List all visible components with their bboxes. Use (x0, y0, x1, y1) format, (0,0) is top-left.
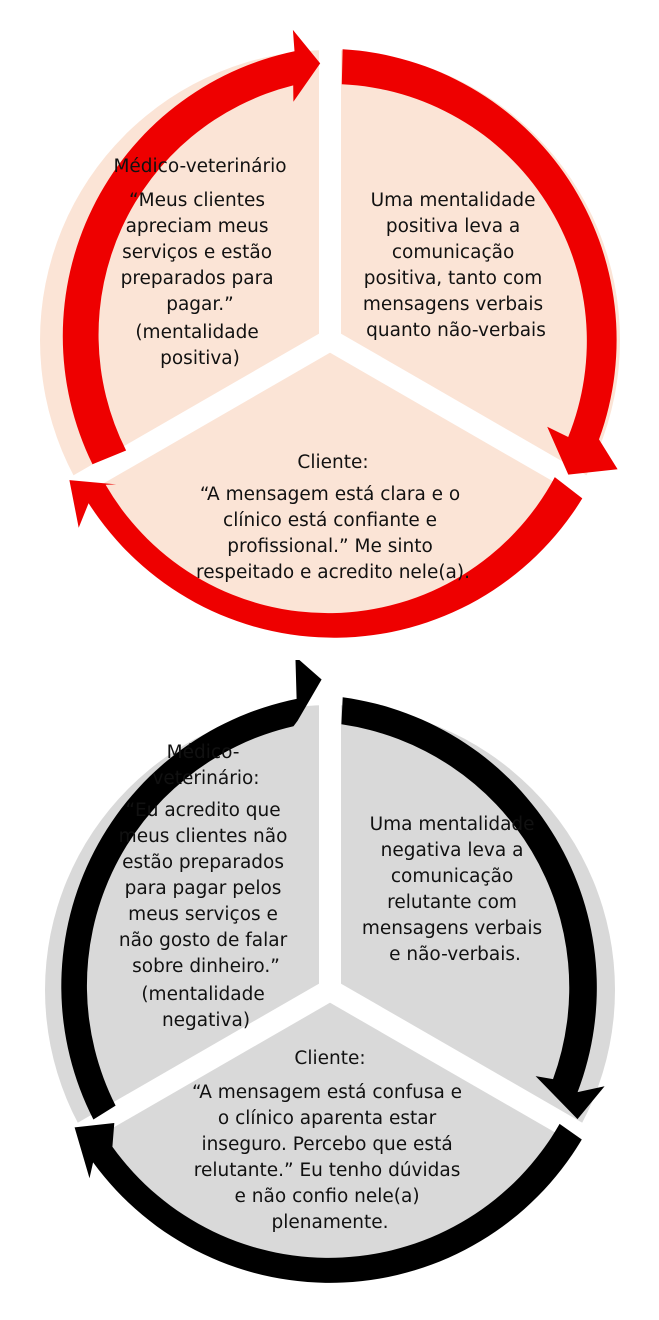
positive-arrow-top-right (341, 49, 618, 475)
positive-cycle-ring (62, 29, 618, 638)
negative-cycle-separator-right (324, 980, 591, 1147)
negative-cycle-ring (61, 660, 605, 1283)
positive-vet-quote: “Meus clientes apreciam meus serviços e … (121, 190, 280, 315)
positive-mindset-cycle: Médico-veterinário “Meus clientes apreci… (40, 29, 620, 638)
negative-client-text: Cliente: “A mensagem está confusa e o cl… (192, 1048, 468, 1233)
negative-client-title: Cliente: (294, 1048, 365, 1069)
negative-vet-title: Médico- veterinário: (152, 742, 259, 789)
positive-vet-text: Médico-veterinário “Meus clientes apreci… (113, 156, 286, 369)
positive-vet-title: Médico-veterinário (113, 156, 286, 177)
negative-arrow-top-right (341, 697, 605, 1120)
positive-vet-mindset-note: (mentalidade positiva) (135, 322, 264, 369)
positive-communication-text: Uma mentalidade positiva leva a comunica… (363, 190, 549, 341)
positive-client-quote: “A mensagem está clara e o clínico está … (196, 484, 470, 583)
positive-client-text: Cliente: “A mensagem está clara e o clín… (196, 452, 470, 583)
negative-client-quote: “A mensagem está confusa e o clínico apa… (192, 1082, 468, 1233)
negative-communication-text: Uma mentalidade negativa leva a comunica… (362, 814, 548, 965)
positive-cycle-background (40, 40, 620, 630)
negative-vet-mindset-note: (mentalidade negativa) (141, 984, 270, 1031)
negative-vet-quote: “Eu acredito que meus clientes não estão… (119, 800, 294, 977)
positive-cycle-separator-right (324, 330, 596, 500)
negative-mindset-cycle: Médico- veterinário: “Eu acredito que me… (45, 660, 615, 1283)
negative-vet-text: Médico- veterinário: “Eu acredito que me… (119, 742, 294, 1031)
positive-arrow-left-top (62, 29, 321, 465)
negative-cycle-background (45, 695, 615, 1275)
negative-cycle-separator-left (69, 980, 336, 1147)
positive-client-title: Cliente: (297, 452, 368, 473)
positive-cycle-separator-left (64, 330, 336, 500)
negative-arrow-left-top (61, 660, 322, 1120)
negative-arrow-bottom (74, 1123, 582, 1283)
positive-arrow-bottom (69, 477, 583, 638)
